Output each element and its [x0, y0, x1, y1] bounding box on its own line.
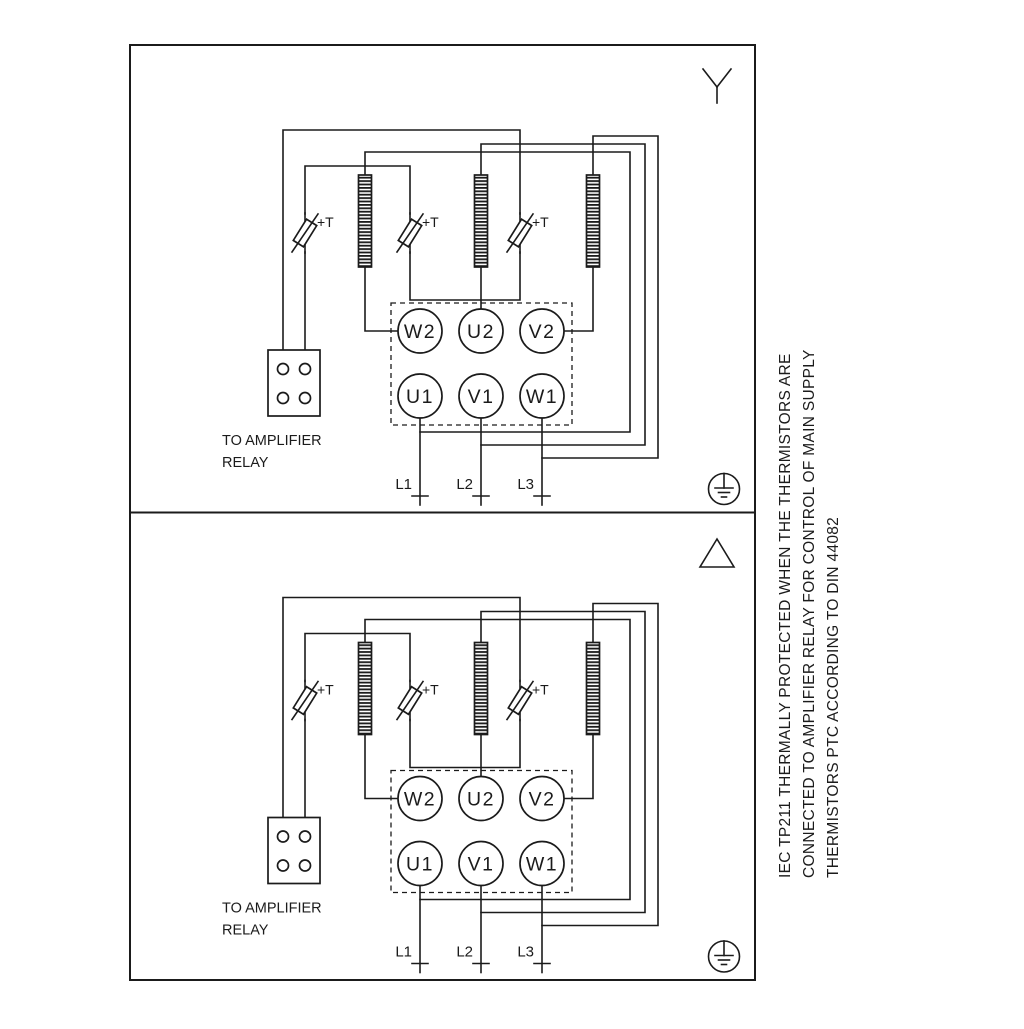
supply-label-l2: L2	[456, 476, 473, 493]
terminal-label-w2: W2	[404, 321, 436, 343]
terminal-u1	[397, 373, 443, 419]
terminal-w1	[519, 373, 565, 419]
wire-winding-to-w2	[364, 266, 399, 332]
side-note-line-2: CONNECTED TO AMPLIFIER RELAY FOR CONTROL…	[801, 349, 818, 878]
relay-pin	[276, 391, 290, 405]
star-symbol-icon	[701, 67, 733, 104]
wire-thermistor-chain	[304, 165, 411, 215]
ground-symbol	[707, 472, 741, 506]
terminal-v2	[519, 308, 565, 354]
wire-winding-3	[541, 135, 659, 459]
terminal-label-v1: V1	[468, 386, 495, 408]
amplifier-relay-connector	[267, 349, 321, 417]
delta-symbol-icon	[698, 537, 736, 568]
terminal-board-outline	[390, 302, 573, 426]
relay-pin	[298, 362, 312, 376]
motor-connection-panel-delta	[222, 598, 740, 973]
wire-winding-to-v2	[563, 266, 594, 332]
motor-winding-icon	[473, 174, 489, 268]
relay-pin	[298, 391, 312, 405]
side-note-line-3: THERMISTORS PTC ACCORDING TO DIN 44082	[825, 517, 842, 878]
thermistor-1-icon	[291, 212, 336, 254]
side-note: IEC TP211 THERMALLY PROTECTED WHEN THE T…	[777, 349, 842, 878]
supply-label-l3: L3	[517, 476, 534, 493]
thermistor-2-icon	[396, 212, 441, 254]
amplifier-relay-label-line1: TO AMPLIFIER	[222, 433, 322, 449]
terminal-w2	[397, 308, 443, 354]
wire-winding-2	[480, 143, 646, 446]
supply-label-l1: L1	[395, 476, 412, 493]
motor-winding-icon	[585, 174, 601, 268]
wire-thermistor-chain	[409, 251, 521, 301]
terminal-label-u2: U2	[467, 321, 495, 343]
wire-thermistor-chain	[282, 129, 521, 351]
relay-pin	[276, 362, 290, 376]
terminal-u2	[458, 308, 504, 354]
side-note-line-1: IEC TP211 THERMALLY PROTECTED WHEN THE T…	[777, 353, 794, 878]
terminal-v1	[458, 373, 504, 419]
amplifier-relay-label-line2: RELAY	[222, 455, 269, 471]
terminal-label-u1: U1	[406, 386, 434, 408]
wire-winding-1	[364, 151, 631, 433]
terminal-label-w1: W1	[526, 386, 558, 408]
motor-connection-panel: W2 U2 V2 U1 V1 W1 L1 L2 L3 TO AMPLIFIER …	[222, 129, 741, 506]
terminal-label-v2: V2	[529, 321, 556, 343]
thermistor-3-icon	[506, 212, 551, 254]
motor-winding-icon	[357, 174, 373, 268]
